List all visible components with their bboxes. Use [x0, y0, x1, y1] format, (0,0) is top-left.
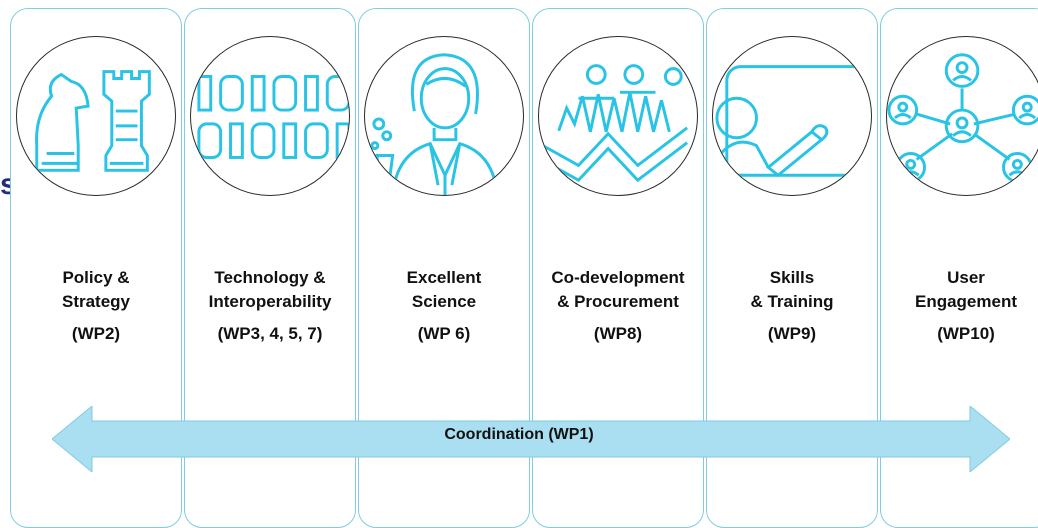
column-label-technology: Technology & Interoperability (WP3, 4, 5…: [184, 266, 356, 346]
work-package-id: (WP 6): [417, 324, 471, 343]
scientist-icon: [364, 36, 524, 196]
column-label-skills: Skills & Training (WP9): [706, 266, 878, 346]
user-network-icon: [886, 36, 1038, 196]
work-package-id: (WP10): [937, 324, 995, 343]
column-label-policy: Policy & Strategy (WP2): [10, 266, 182, 346]
column-label-codevelopment: Co-development & Procurement (WP8): [532, 266, 704, 346]
column-label-user-engagement: User Engagement (WP10): [880, 266, 1038, 346]
work-package-id: (WP2): [71, 324, 121, 343]
work-package-id: (WP8): [593, 324, 643, 343]
work-package-id: (WP3, 4, 5, 7): [217, 324, 323, 343]
team-chart-icon: [538, 36, 698, 196]
column-label-science: Excellent Science (WP 6): [358, 266, 530, 346]
presentation-board-icon: [712, 36, 872, 196]
coordination-label: Coordination (WP1): [444, 426, 594, 443]
binary-code-icon: [190, 36, 350, 196]
chess-pieces-icon: [16, 36, 176, 196]
coordination-arrow: [52, 406, 1010, 472]
work-package-id: (WP9): [767, 324, 817, 343]
work-package-diagram: s Policy & Strategy (WP2) Technology & I…: [0, 8, 1038, 528]
